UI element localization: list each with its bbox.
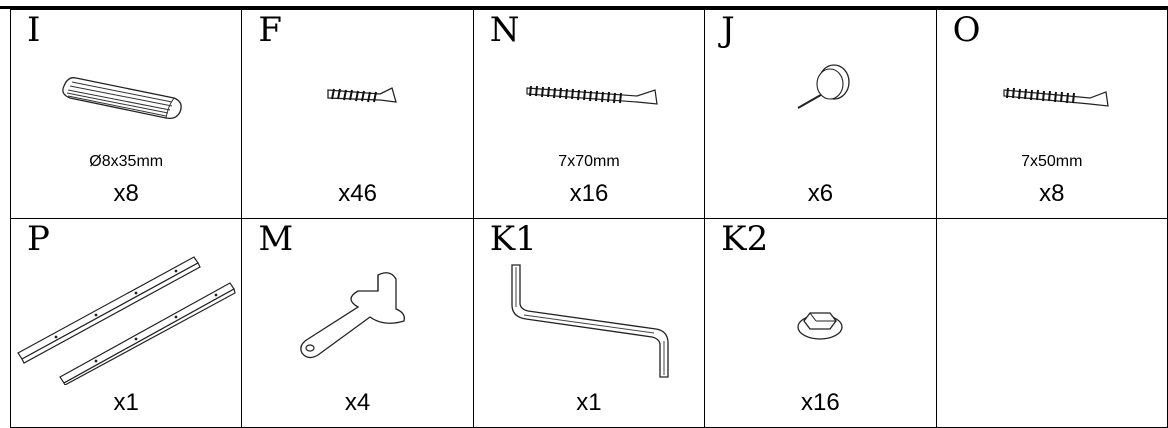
part-cell-f: F x46	[241, 9, 474, 219]
part-code: K2	[721, 219, 769, 259]
part-quantity: x46	[338, 180, 377, 207]
part-code: F	[258, 10, 282, 50]
part-code: O	[952, 10, 981, 50]
part-cell-i: I Ø8x35mm x8	[9, 9, 243, 219]
part-quantity: x1	[113, 389, 139, 416]
empty-cell	[935, 218, 1168, 428]
glide-nail-icon	[705, 50, 935, 160]
medium-screw-icon	[937, 50, 1167, 160]
part-quantity: x16	[569, 180, 609, 207]
part-quantity: x4	[344, 389, 371, 416]
part-code: J	[721, 10, 735, 50]
part-cell-o: O 7x50mm x8	[935, 9, 1168, 219]
part-quantity: x16	[801, 389, 840, 416]
dowel-icon	[11, 50, 241, 160]
part-cell-n: N 7x70mm x16	[472, 9, 706, 219]
part-spec: 7x70mm	[558, 153, 620, 170]
part-code: M	[258, 219, 294, 259]
part-cell-m: M x4	[241, 218, 474, 428]
part-code: P	[27, 219, 50, 259]
hardware-parts-table: I Ø8x35mm x8 F	[9, 9, 1168, 428]
bracket-icon	[242, 255, 472, 385]
part-cell-k2: K2 x16	[704, 218, 937, 428]
part-quantity: x8	[113, 180, 139, 207]
parts-row-2: P x1	[9, 218, 1168, 428]
part-quantity: x1	[576, 389, 602, 416]
parts-row-1: I Ø8x35mm x8 F	[9, 9, 1168, 219]
cap-bolt-icon	[705, 255, 935, 385]
part-quantity: x6	[807, 180, 834, 207]
part-spec: 7x50mm	[1021, 153, 1083, 170]
rail-icon	[11, 255, 241, 385]
short-screw-icon	[242, 50, 472, 160]
part-spec: Ø8x35mm	[89, 153, 164, 170]
part-code: I	[27, 10, 41, 50]
part-quantity: x8	[1039, 180, 1065, 207]
part-cell-p: P x1	[9, 218, 243, 428]
part-cell-k1: K1 x1	[472, 218, 706, 428]
part-code: K1	[489, 219, 537, 259]
long-screw-icon	[474, 50, 704, 160]
part-cell-j: J x6	[704, 9, 937, 219]
top-rule	[0, 6, 1168, 9]
part-code: N	[489, 10, 520, 50]
hex-key-icon	[474, 255, 704, 385]
